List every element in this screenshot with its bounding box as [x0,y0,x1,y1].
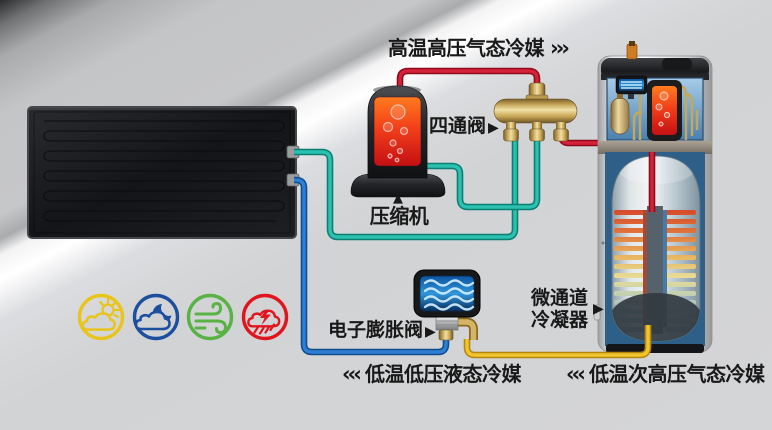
tank-upper-compartment [606,75,704,141]
four-way-valve-text: 四通阀 [429,115,487,137]
compressor [350,85,446,198]
suction-pipe-compressor-to-valve [427,138,537,207]
tank-vent [662,58,692,70]
accumulator [610,97,630,135]
pointer-right-icon: ▶ [593,300,604,317]
storm-icon [241,293,289,341]
tank-divider [598,141,712,154]
liquid-flow-text: 低温低压液态冷媒 [364,362,522,386]
microchannel-condenser-coils [614,210,696,332]
label-expansion-valve: 电子膨胀阀▶ [328,319,436,342]
weather-icons [77,293,289,341]
label-four-way-valve: 四通阀▶ [429,115,499,138]
label-hot-gas-flow: 高温高压气态冷媒››› [388,36,570,60]
four-way-valve [493,82,578,142]
label-condenser: 微通道 冷凝器 ▶ [531,287,604,331]
hot-gas-flow-text: 高温高压气态冷媒 [388,36,545,60]
pointer-right-icon: ▶ [425,324,436,340]
hot-gas-pipe-compressor-to-valve [400,71,537,96]
valve-nut [438,329,454,341]
compressor-window [373,96,422,167]
condenser-text-line1: 微通道 [531,287,589,309]
safety-valve [626,43,638,60]
partly-cloudy-icon [77,293,125,341]
pointer-up-icon: ▲ [393,191,403,206]
flow-left-arrows-icon: ‹‹‹ [566,362,586,386]
tank-base [606,344,704,353]
panel-serpentine-channels [43,120,285,222]
label-mid-pressure-flow: ‹‹‹低温次高压气态冷媒 [566,362,765,386]
label-liquid-flow: ‹‹‹低温低压液态冷媒 [342,362,521,386]
cloudy-night-icon [132,293,180,341]
flow-right-arrows-icon: ››› [550,36,570,60]
expansion-valve-text: 电子膨胀阀 [328,319,424,341]
pointer-right-icon: ▶ [488,120,499,136]
internal-brass-tubing [632,84,699,140]
solar-thermal-panel [27,106,300,239]
electronic-expansion-valve [413,269,481,341]
condenser-port-nub [593,304,601,321]
flow-left-arrows-icon: ‹‹‹ [342,362,362,386]
refrigerant-bubbles [382,104,409,163]
valve-bottom-ports [503,122,569,142]
windy-icon [186,293,234,341]
label-compressor: 压缩机 [369,204,429,228]
mid-pressure-flow-text: 低温次高压气态冷媒 [588,362,765,386]
condenser-text-line2: 冷凝器 [531,309,589,331]
